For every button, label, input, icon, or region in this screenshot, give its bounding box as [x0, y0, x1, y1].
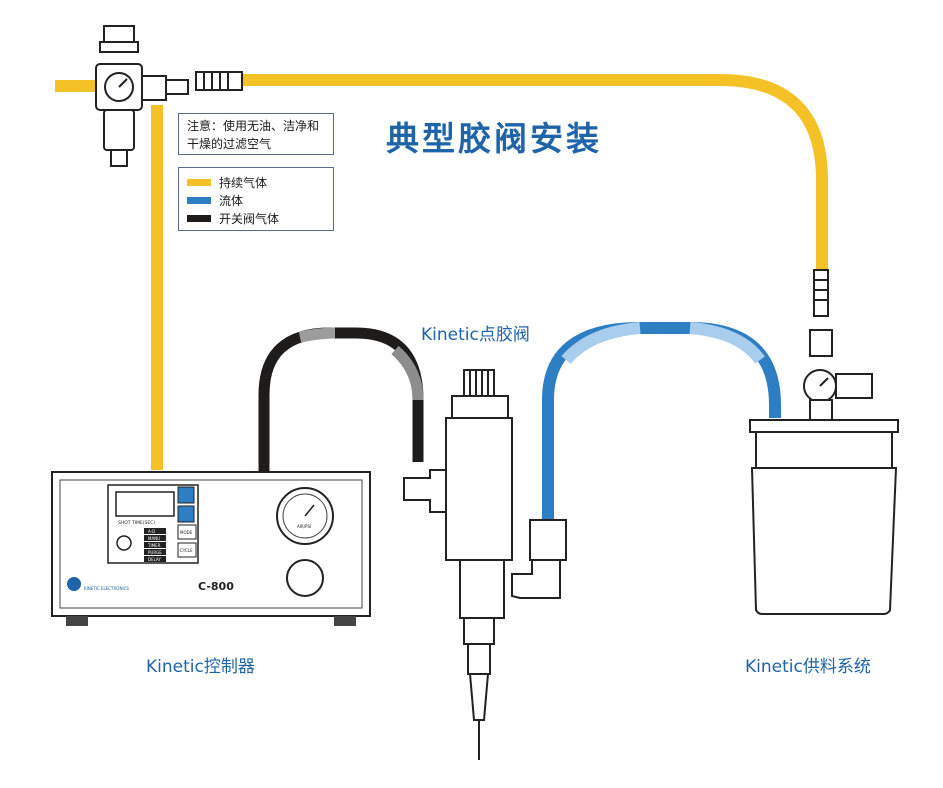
- brand-logo-icon: [67, 577, 81, 591]
- controller-display: [115, 491, 175, 517]
- controller-caption: Kinetic控制器: [146, 657, 255, 677]
- switch-air-highlight-2: [391, 345, 424, 401]
- legend-item-continuous-air: 持续气体: [187, 173, 333, 191]
- legend-label: 流体: [219, 193, 244, 208]
- note-line-1: 注意：使用无油、洁净和: [187, 119, 320, 133]
- legend-label: 开关阀气体: [219, 211, 280, 226]
- panel-button-label: A-D: [148, 529, 155, 534]
- brand-label: KINETIC ELECTRONICS: [84, 586, 129, 591]
- valve-caption: Kinetic点胶阀: [421, 325, 530, 345]
- up-button: [177, 486, 195, 504]
- controller: SHOT TIME(SEC) A-D MANU TIMER PURGE DELA…: [51, 471, 371, 626]
- air-line-to-supply: [242, 74, 828, 270]
- gauge-label: AIR/PSI: [297, 524, 311, 529]
- mode-button-group: A-D MANU TIMER PURGE DELAY: [144, 528, 166, 562]
- legend-swatch-blue: [187, 196, 211, 204]
- regulator-knob: [286, 559, 324, 597]
- cycle-button: [177, 542, 197, 558]
- legend-swatch-black: [187, 214, 211, 222]
- cycle-label: CYCLE: [180, 548, 193, 553]
- legend-item-switch-air: 开关阀气体: [187, 209, 333, 227]
- legend-label: 持续气体: [219, 175, 268, 190]
- controller-model: C-800: [198, 580, 234, 593]
- continuous-air-lines: [55, 74, 828, 470]
- fluid-line: [542, 322, 781, 520]
- fluid-highlight: [561, 322, 641, 365]
- note-box: 注意：使用无油、洁净和 干燥的过滤空气: [178, 113, 334, 155]
- supply-caption: Kinetic供料系统: [745, 657, 871, 677]
- switch-air-highlight: [298, 327, 336, 343]
- mode-button: [177, 524, 197, 540]
- note-line-2: 干燥的过滤空气: [187, 137, 272, 151]
- fluid-highlight-2: [689, 322, 765, 364]
- mode-label: MODE: [180, 530, 193, 535]
- valve-fluid-fitting: [511, 559, 561, 599]
- filter-regulator: [95, 25, 243, 167]
- legend-item-fluid: 流体: [187, 191, 333, 209]
- shot-time-label: SHOT TIME(SEC): [118, 520, 155, 526]
- controller-left-foot: [66, 616, 88, 626]
- power-knob: [116, 535, 132, 551]
- legend-swatch-yellow: [187, 178, 211, 186]
- panel-button-label: PURGE: [148, 550, 162, 555]
- down-button: [177, 505, 195, 523]
- valve-air-fitting: [403, 469, 447, 513]
- dispensing-valve: [403, 369, 567, 760]
- panel-button-label: TIMER: [147, 543, 161, 548]
- panel-button-label: MANU: [148, 536, 160, 541]
- controller-right-foot: [334, 616, 356, 626]
- panel-button-label: DELAY: [148, 557, 161, 562]
- supply-tank: [749, 269, 899, 615]
- page-title: 典型胶阀安装: [386, 119, 602, 158]
- legend: 持续气体 流体 开关阀气体: [178, 167, 334, 231]
